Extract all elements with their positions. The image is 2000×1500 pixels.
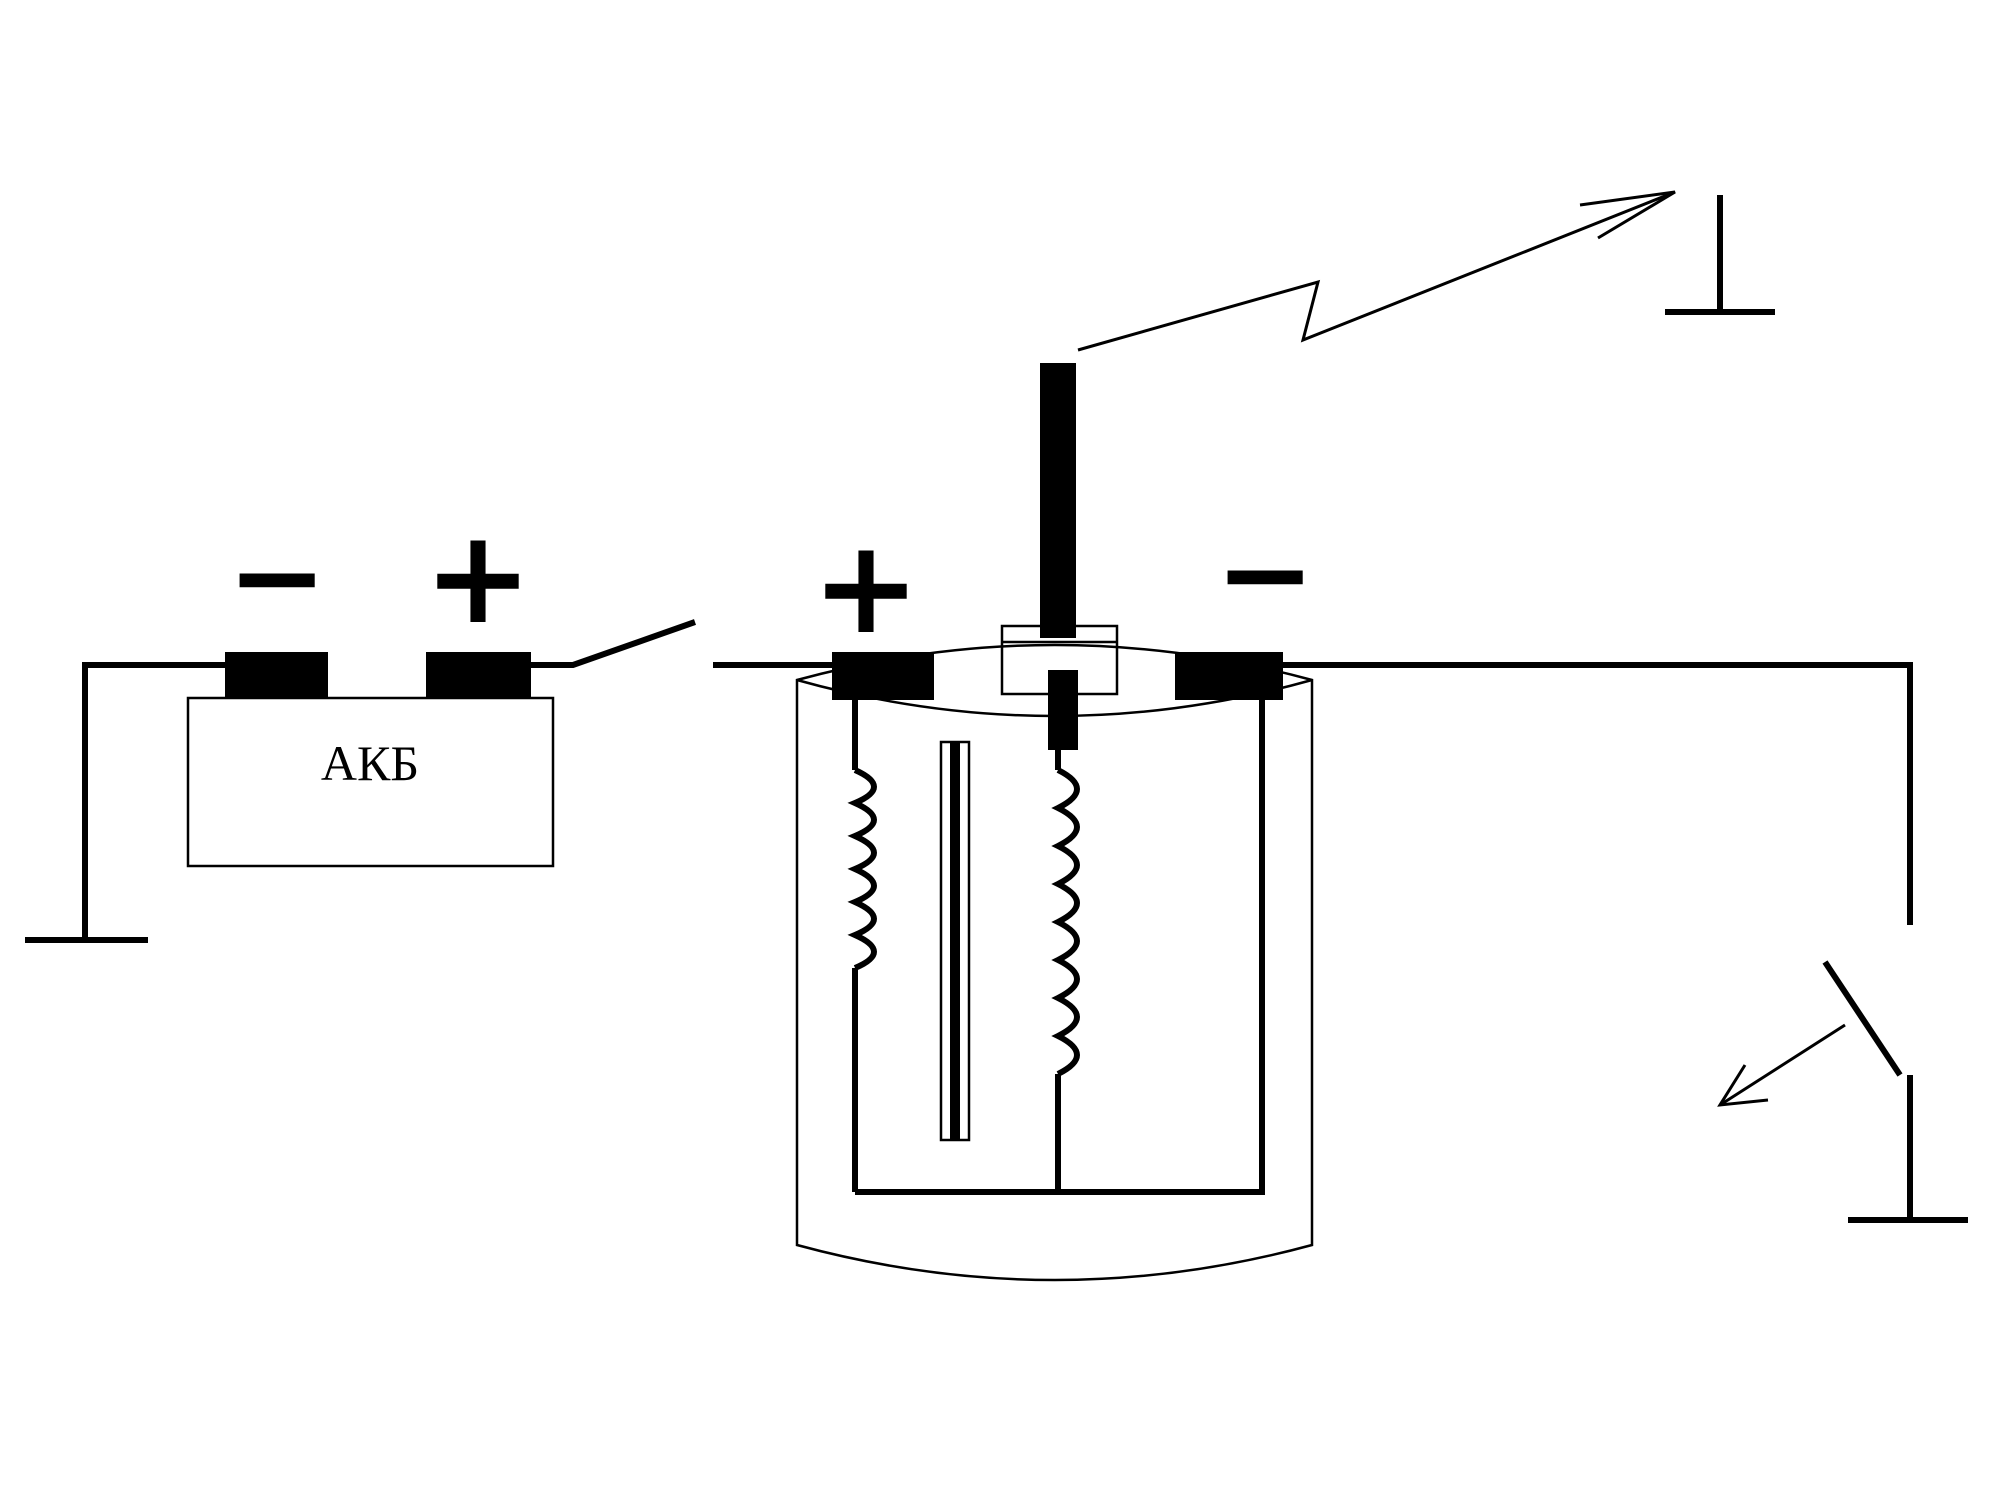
battery-body [186, 696, 555, 868]
coil-positive-terminal [832, 652, 934, 700]
battery-label: АКБ [321, 735, 419, 791]
coil-negative-terminal [1175, 652, 1283, 700]
main-switch-icon [531, 619, 840, 668]
spark-arrow-icon [1077, 190, 1676, 352]
battery-ground-icon [25, 662, 230, 943]
primary-winding-icon [847, 700, 877, 1192]
spark-ground-icon [1665, 195, 1775, 315]
ignition-coil: + − [795, 363, 1316, 1282]
coil-housing [795, 643, 1314, 1282]
hv-output-rod [1040, 363, 1076, 638]
coil-positive-sign: + [812, 511, 921, 663]
breaker-switch-icon[interactable] [1717, 960, 1913, 1218]
battery: АКБ − + [25, 501, 555, 943]
battery-negative-sign: − [227, 508, 328, 647]
coil-negative-sign: − [1215, 505, 1316, 644]
battery-positive-terminal [426, 652, 531, 698]
secondary-winding-icon [1051, 745, 1080, 1192]
iron-core [939, 740, 971, 1142]
breaker-circuit [1283, 662, 1968, 1223]
battery-negative-terminal [225, 652, 328, 698]
battery-positive-sign: + [424, 501, 533, 653]
